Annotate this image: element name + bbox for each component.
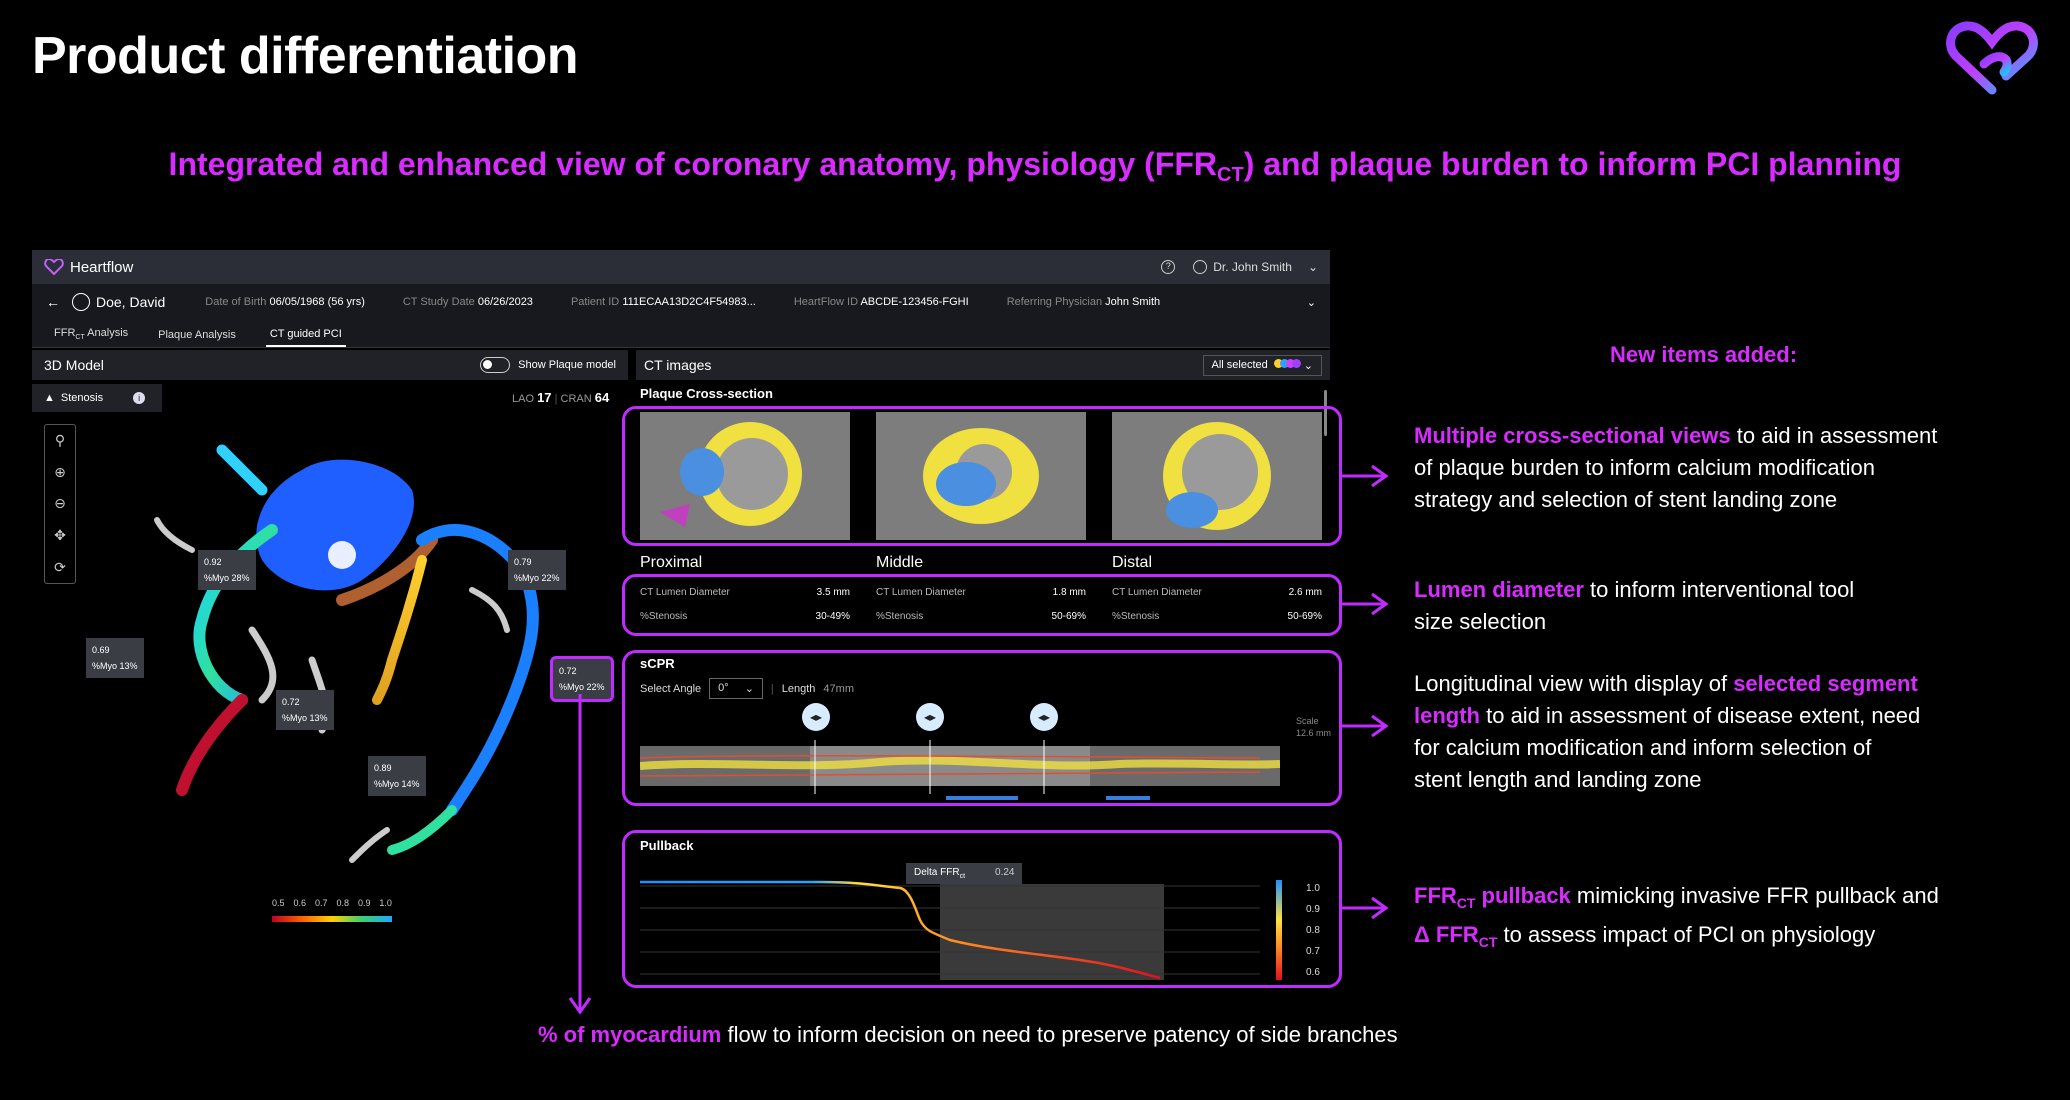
view-name-distal: Distal — [1112, 554, 1153, 571]
callout-lumen-diameter: Lumen diameter to inform interventional … — [1414, 577, 1855, 634]
model-toolbar: ⚲ ⊕ ⊖ ✥ ⟳ — [44, 424, 76, 584]
model-annotation[interactable]: 0.79%Myo 22% — [508, 550, 566, 590]
pan-icon[interactable]: ✥ — [54, 527, 66, 544]
reset-view-icon[interactable]: ⟳ — [54, 558, 66, 575]
app-brand: Heartflow — [44, 259, 133, 276]
chevron-down-icon[interactable]: ⌄ — [1307, 260, 1318, 274]
cross-section-proximal[interactable] — [640, 412, 850, 540]
angle-select[interactable]: 0°⌄ — [709, 678, 763, 699]
scale-value: 12.6 mm — [1296, 728, 1332, 738]
slide-title: Product differentiation — [32, 27, 579, 85]
cross-section-highlight — [622, 406, 1342, 546]
delta-ffr-tooltip: Delta FFRct 0.24 — [906, 863, 1023, 884]
coronary-3d-model[interactable] — [92, 430, 632, 870]
pullback-label: Pullback — [640, 838, 694, 853]
view-name-proximal: Proximal — [640, 554, 703, 571]
show-plaque-toggle[interactable]: Show Plaque model — [480, 357, 616, 373]
heartflow-id-field: HeartFlow ID ABCDE-123456-FGHI — [793, 296, 969, 308]
zoom-out-icon[interactable]: ⊖ — [54, 495, 66, 512]
ct-panel-header: CT images All selected ⌄ — [636, 350, 1330, 380]
ct-panel-title: CT images — [644, 357, 712, 373]
toggle-switch[interactable] — [480, 357, 511, 373]
pullback-highlight — [622, 830, 1342, 988]
segment-handle-1[interactable]: ◂▸ — [802, 703, 830, 731]
back-arrow-icon[interactable]: ← — [46, 294, 60, 310]
patient-avatar-icon — [72, 293, 90, 311]
cross-section-middle[interactable] — [876, 412, 1086, 540]
model-annotation-highlighted[interactable]: 0.72%Myo 22% — [550, 656, 614, 702]
cross-section-distal[interactable] — [1112, 412, 1322, 540]
brand-heart-icon — [44, 259, 64, 275]
stenosis-legend[interactable]: ▲ Stenosis i — [32, 384, 162, 412]
segment-handle-2[interactable]: ◂▸ — [916, 703, 944, 731]
analysis-tabs: FFRCT Analysis Plaque Analysis CT guided… — [32, 320, 1330, 348]
dob-field: Date of Birth 06/05/1968 (56 yrs) — [205, 296, 365, 308]
callout-longitudinal: Longitudinal view with display of select… — [1414, 671, 1921, 792]
length-label: Length — [781, 682, 816, 695]
series-color-dots — [1273, 359, 1301, 371]
select-angle-label: Select Angle — [640, 682, 702, 695]
model-annotation[interactable]: 0.89%Myo 14% — [368, 756, 426, 796]
patient-id-field: Patient ID 111ECAA13D2C4F54983... — [570, 296, 756, 308]
patient-name: Doe, David — [72, 293, 165, 311]
callout-myocardium: % of myocardium flow to inform decision … — [538, 1022, 1398, 1047]
stenosis-label: Stenosis — [60, 392, 104, 404]
length-value: 47mm — [823, 682, 854, 695]
scpr-highlight — [622, 650, 1342, 806]
segment-handle-3[interactable]: ◂▸ — [1030, 703, 1058, 731]
model-panel-title: 3D Model — [44, 357, 104, 373]
segment-indicator — [1106, 796, 1150, 800]
scale-label: Scale — [1296, 716, 1319, 726]
tab-plaque-analysis[interactable]: Plaque Analysis — [158, 329, 236, 341]
referring-physician-field: Referring Physician John Smith — [1006, 296, 1161, 308]
toggle-label: Show Plaque model — [518, 359, 616, 371]
user-avatar-icon — [1193, 260, 1208, 274]
pullback-axis: 1.0 0.9 0.8 0.7 0.6 — [1306, 883, 1320, 978]
app-screenshot: Heartflow ? Dr. John Smith ⌄ ← Doe, Davi… — [32, 250, 1330, 1000]
chevron-down-icon: ⌄ — [744, 683, 754, 695]
patient-expand-chevron-icon[interactable]: ⌄ — [1306, 296, 1316, 309]
zoom-in-icon[interactable]: ⊕ — [54, 463, 66, 480]
view-name-middle: Middle — [876, 554, 924, 571]
series-selector[interactable]: All selected ⌄ — [1202, 354, 1322, 376]
selected-point-marker[interactable] — [328, 541, 356, 569]
brand-name: Heartflow — [70, 258, 134, 276]
slide-subtitle: Integrated and enhanced view of coronary… — [168, 146, 1902, 186]
cross-section-label: Plaque Cross-section — [640, 386, 773, 401]
scrollbar[interactable] — [1324, 390, 1327, 436]
patient-bar: ← Doe, David Date of Birth 06/05/1968 (5… — [32, 284, 1330, 320]
chevron-down-icon: ⌄ — [1303, 359, 1313, 372]
heartflow-logo-icon — [1946, 21, 2038, 95]
new-items-heading: New items added: — [1610, 342, 1798, 367]
pullback-curve[interactable] — [640, 860, 1290, 982]
model-annotation[interactable]: 0.92%Myo 28% — [198, 550, 256, 590]
study-date-field: CT Study Date 06/26/2023 — [402, 296, 533, 308]
model-annotation[interactable]: 0.69%Myo 13% — [86, 638, 144, 678]
pin-icon[interactable]: ⚲ — [54, 432, 66, 449]
model-annotation[interactable]: 0.72%Myo 13% — [276, 690, 334, 730]
lumen-diameter-highlight — [622, 574, 1342, 636]
segment-indicator — [946, 796, 1018, 800]
model-panel-header: 3D Model Show Plaque model — [32, 350, 628, 380]
scpr-label: sCPR — [640, 656, 675, 671]
callout-cross-sectional: Multiple cross-sectional views to aid in… — [1414, 423, 1938, 512]
tab-ct-guided-pci[interactable]: CT guided PCI — [265, 328, 346, 347]
tab-ffrct-analysis[interactable]: FFRCT Analysis — [54, 326, 129, 341]
select-angle-row: Select Angle 0°⌄ | Length 47mm — [640, 678, 854, 699]
scpr-vessel-image[interactable] — [640, 740, 1280, 794]
app-topbar: Heartflow ? Dr. John Smith ⌄ — [32, 250, 1330, 284]
user-menu[interactable]: Dr. John Smith ⌄ — [1193, 260, 1318, 274]
user-name: Dr. John Smith — [1213, 260, 1292, 274]
info-icon[interactable]: i — [133, 392, 146, 404]
help-icon[interactable]: ? — [1161, 260, 1176, 274]
callout-pullback: FFRCT pullback mimicking invasive FFR pu… — [1414, 883, 1939, 950]
triangle-icon: ▲ — [44, 392, 55, 404]
view-angle-readout: LAO 17 | CRAN 64 — [512, 390, 610, 405]
